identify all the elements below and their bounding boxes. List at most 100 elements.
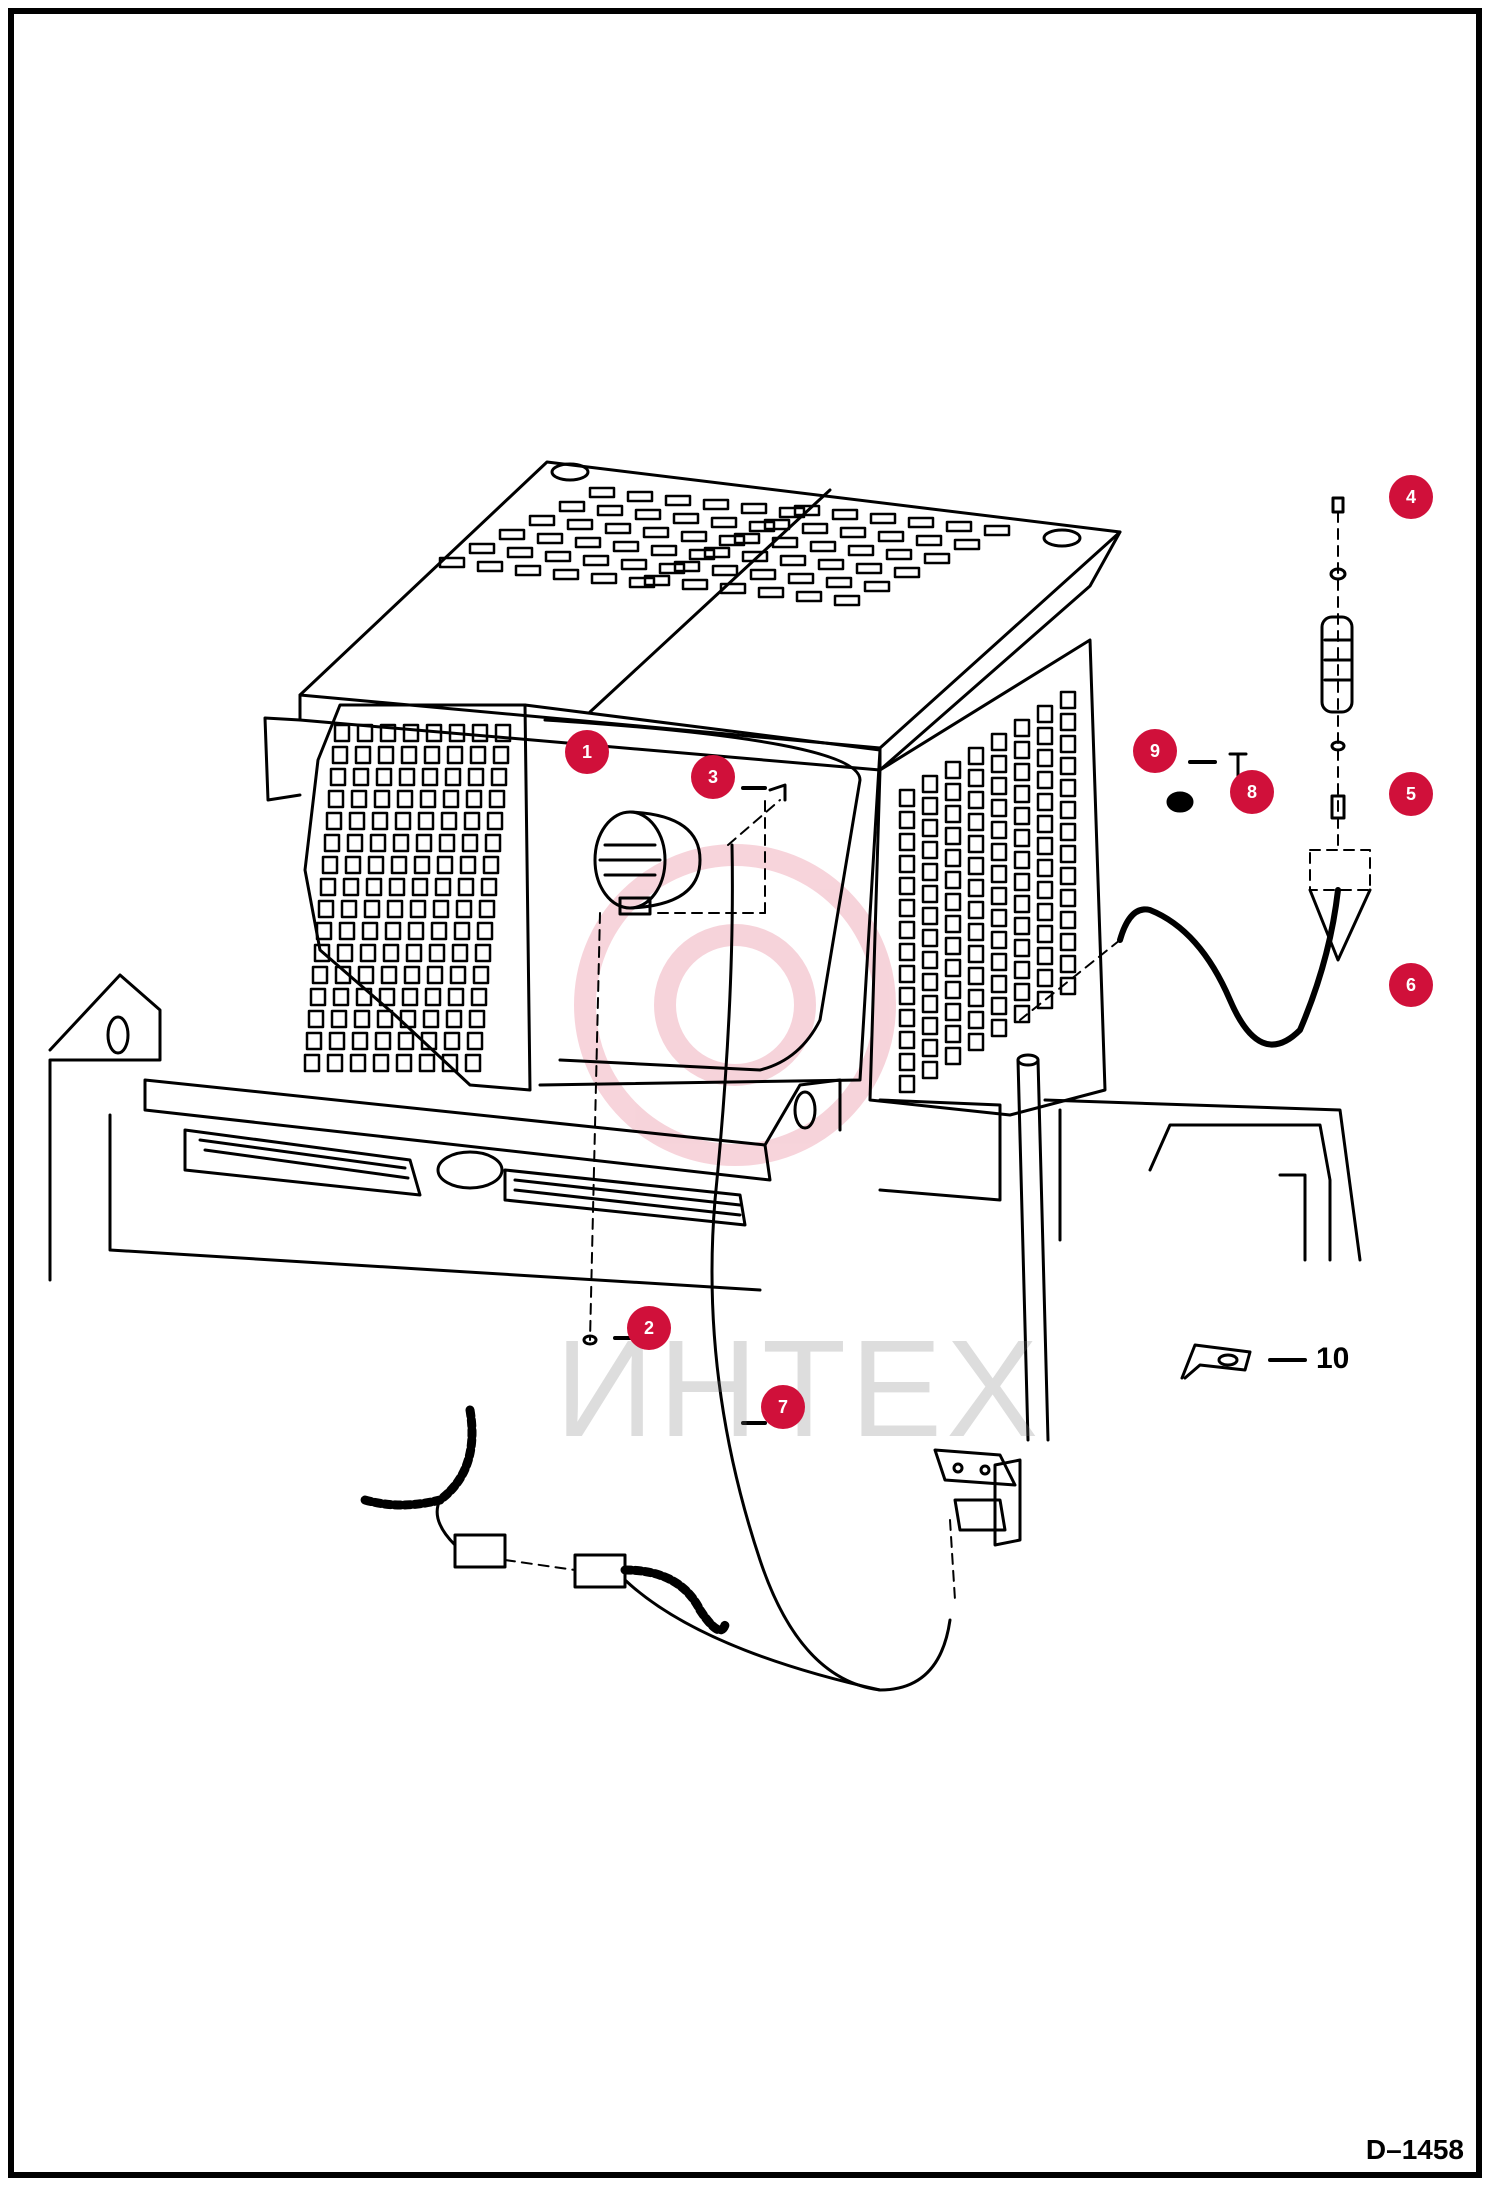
callout-6[interactable]: 6 [1389,963,1433,1007]
grille-slot [944,892,962,912]
grille-slot [688,548,716,561]
grille-slot [330,1009,348,1029]
grille-slot [331,745,349,765]
grille-slot [795,590,823,603]
grille-slot [1036,726,1054,746]
grille-slot [346,833,364,853]
grille-slot [1013,718,1031,738]
grille-slot [582,554,610,567]
grille-slot [634,508,662,521]
callout-8[interactable]: 8 [1230,770,1274,814]
grille-slot [455,899,473,919]
grille-slot [733,532,761,545]
grille-slot [650,544,678,557]
grille-slot [1036,858,1054,878]
grille-slot [377,745,395,765]
grille-slot [1059,800,1077,820]
grille-slot [340,899,358,919]
grille-slot [438,833,456,853]
grille-slot [967,746,985,766]
callout-7[interactable]: 7 [761,1385,805,1429]
grille-slot [703,546,731,559]
grille-slot [915,534,943,547]
grille-slot [349,1053,367,1073]
grille-slot [430,921,448,941]
grille-slot [399,1009,417,1029]
grille-slot [831,508,859,521]
grille-slot [612,540,640,553]
callout-2[interactable]: 2 [627,1306,671,1350]
left-grille [303,723,512,1073]
grille-slot [787,572,815,585]
grille-slot [771,536,799,549]
grille-slot [921,774,939,794]
grille-slot [376,1009,394,1029]
grille-slot [498,528,526,541]
grille-slot [604,522,632,535]
grille-slot [552,568,580,581]
grille-slot [1059,756,1077,776]
grille-slot [375,767,393,787]
grille-slot [869,512,897,525]
grille-slot [898,1030,916,1050]
callout-4[interactable]: 4 [1389,475,1433,519]
grille-slot [921,884,939,904]
grille-slot [1013,850,1031,870]
grille-slot [1036,792,1054,812]
grille-slot [400,745,418,765]
grille-slot [1036,814,1054,834]
grille-slot [353,1009,371,1029]
callout-1[interactable]: 1 [565,730,609,774]
grille-slot [620,558,648,571]
grille-slot [944,1024,962,1044]
callout-3[interactable]: 3 [691,755,735,799]
grille-slot [390,855,408,875]
grille-slot [642,526,670,539]
grille-slot [990,974,1008,994]
grille-slot [367,855,385,875]
callout-9[interactable]: 9 [1133,729,1177,773]
grille-slot [945,520,973,533]
grille-slot [1013,828,1031,848]
grille-slot [596,504,624,517]
grille-slot [944,870,962,890]
grille-slot [446,745,464,765]
grille-slot [419,789,437,809]
grille-slot [315,921,333,941]
grille-slot [350,789,368,809]
grille-slot [319,877,337,897]
grille-slot [1013,762,1031,782]
grille-slot [478,899,496,919]
grille-slot [428,943,446,963]
grille-slot [1013,740,1031,760]
grille-slot [757,586,785,599]
grille-slot [1013,784,1031,804]
bracket-part-10 [1180,1343,1307,1380]
grille-slot [967,944,985,964]
grille-slot [441,1053,459,1073]
grille-slot [466,1031,484,1051]
callout-5[interactable]: 5 [1389,772,1433,816]
grille-slot [944,760,962,780]
grille-slot [967,812,985,832]
grille-slot [626,490,654,503]
grille-slot [990,842,1008,862]
grille-slot [465,789,483,809]
grille-slot [422,1009,440,1029]
grille-slot [990,732,1008,752]
grille-slot [898,942,916,962]
grille-slot [528,514,556,527]
grille-slot [420,1031,438,1051]
grille-slot [718,534,746,547]
grille-slot [944,782,962,802]
mounting-post [933,1053,1050,1547]
grille-slot [990,798,1008,818]
grille-slot [763,518,791,531]
grille-slot [444,767,462,787]
grille-slot [921,1060,939,1080]
grille-slot [380,965,398,985]
grille-slot [983,524,1011,537]
wire-harness [360,1405,882,1692]
grille-slot [313,943,331,963]
